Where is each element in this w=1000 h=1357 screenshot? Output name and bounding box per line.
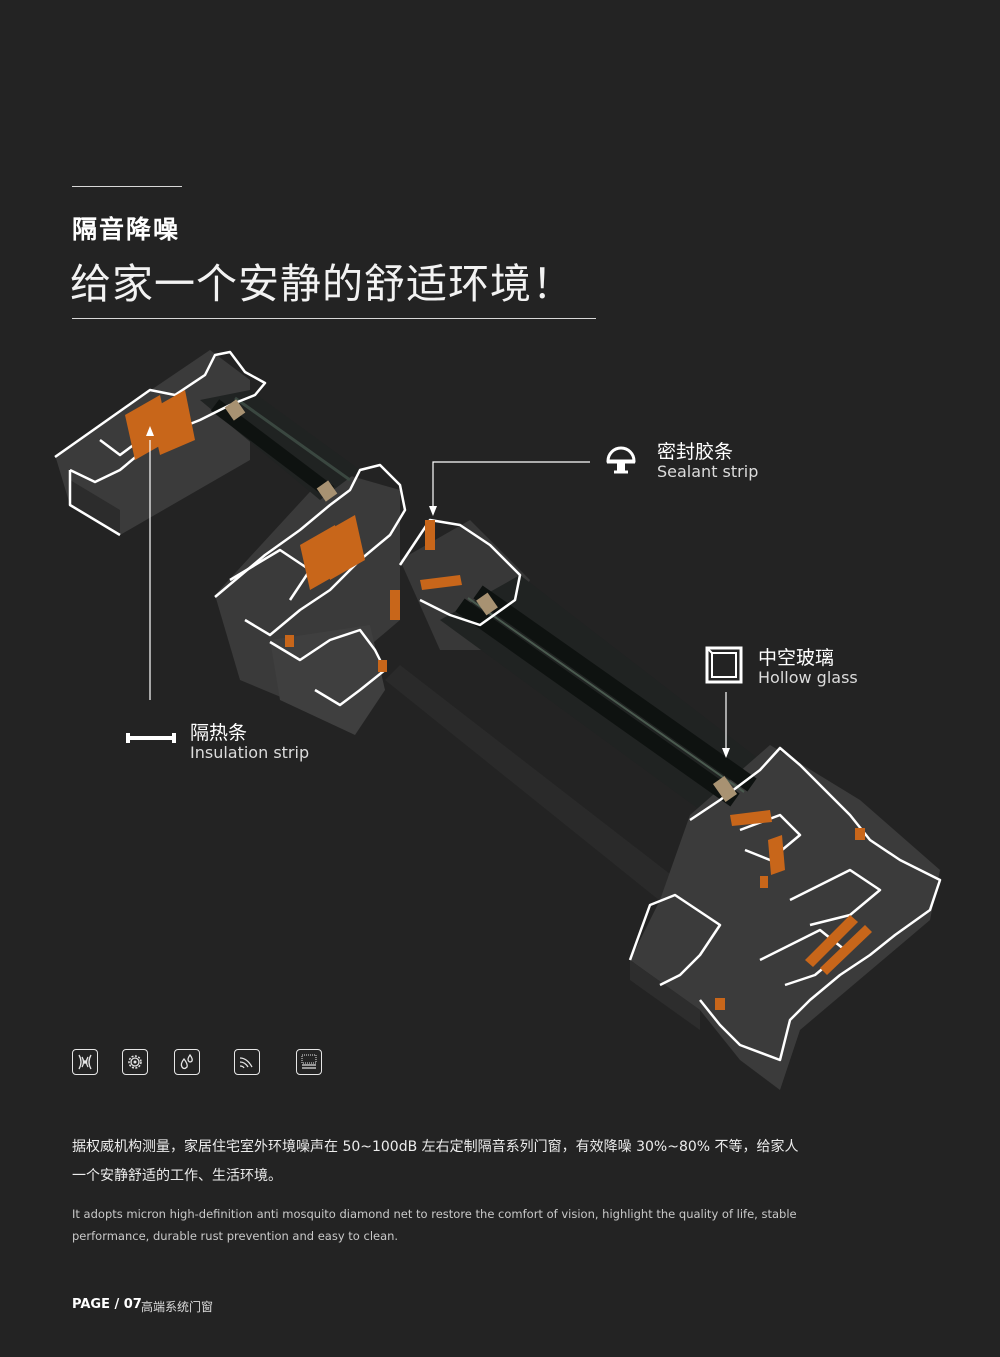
insulation-strips xyxy=(125,390,872,1010)
sealant-strip-label-en: Sealant strip xyxy=(657,462,759,481)
hollow-glass-callout: 中空玻璃 Hollow glass xyxy=(704,643,864,693)
insulation-strip-callout: 隔热条 Insulation strip xyxy=(125,718,325,768)
body-text-en: It adopts micron high-definition anti mo… xyxy=(72,1207,797,1243)
gear-icon xyxy=(122,1049,148,1075)
screen-mesh-icon xyxy=(296,1049,322,1075)
page-headline: 给家一个安静的舒适环境！ xyxy=(70,260,574,308)
callout-arrowheads xyxy=(146,426,730,758)
page-number: PAGE / 07 xyxy=(72,1297,142,1312)
sealant-strip-icon xyxy=(606,446,636,474)
insulation-strip-label-cn: 隔热条 xyxy=(190,722,248,744)
insulation-strip-icon xyxy=(126,733,176,743)
wind-icon xyxy=(234,1049,260,1075)
page-title: 隔音降噪 xyxy=(72,215,181,244)
body-text-cn: 据权威机构测量，家居住宅室外环境噪声在 50~100dB 左右定制隔音系列门窗，… xyxy=(72,1139,799,1184)
hollow-glass-label-cn: 中空玻璃 xyxy=(758,647,835,669)
callout-leaders xyxy=(149,440,727,752)
top-rule xyxy=(72,186,182,187)
insulation-strip-label-en: Insulation strip xyxy=(190,743,310,762)
sealant-strip-callout: 密封胶条 Sealant strip xyxy=(604,437,764,487)
headline-rule xyxy=(72,318,596,319)
page-subtitle: 高端系统门窗 xyxy=(141,1300,214,1314)
hollow-glass-icon xyxy=(705,646,743,684)
spacer-bars xyxy=(224,399,738,803)
water-drop-icon xyxy=(174,1049,200,1075)
sealant-strip-label-cn: 密封胶条 xyxy=(657,441,734,463)
hollow-glass-label-en: Hollow glass xyxy=(758,668,858,687)
sound-wave-icon xyxy=(72,1049,98,1075)
